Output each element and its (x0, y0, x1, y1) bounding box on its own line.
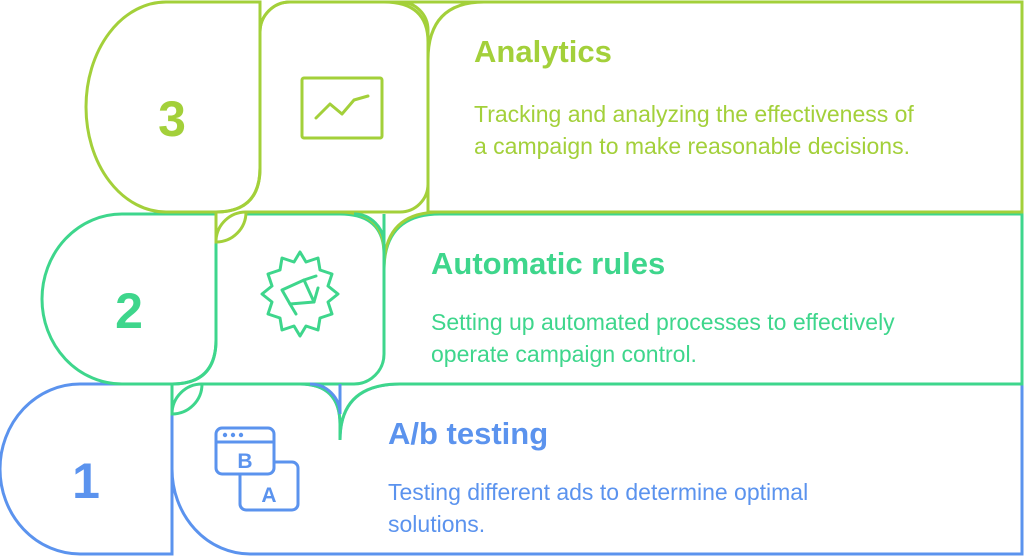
step-3-number-tab (84, 0, 262, 214)
step-1-title: A/b testing (388, 416, 548, 451)
step-3-title: Analytics (474, 34, 612, 69)
step-3-connector-outline (214, 0, 1024, 241)
step-2-title: Automatic rules (431, 246, 665, 281)
step-1-band (0, 382, 1024, 556)
step-2-number: 2 (115, 283, 143, 339)
step-1-description-line-2: solutions. (388, 511, 485, 537)
ab-icon-letter-b: B (237, 450, 252, 473)
step-2-description-line-2: operate campaign control. (431, 341, 697, 367)
step-1-description-line-1: Testing different ads to determine optim… (388, 479, 808, 505)
step-3-number: 3 (158, 91, 186, 147)
line-chart-icon (300, 76, 384, 140)
step-1-connector-outline (309, 382, 342, 415)
step-2-description-line-1: Setting up automated processes to effect… (431, 309, 895, 335)
step-3-description-line-2: a campaign to make reasonable decisions. (474, 133, 910, 159)
step-3-band (84, 0, 1024, 269)
gear-megaphone-icon (260, 250, 340, 338)
step-2-number-tab (40, 212, 218, 386)
ab-windows-icon: B A (214, 426, 300, 512)
step-2-connector-outline (170, 212, 386, 415)
step-1-number: 1 (72, 453, 100, 509)
step-1-number-tab (0, 382, 174, 556)
step-3-description-line-1: Tracking and analyzing the effectiveness… (474, 101, 914, 127)
ab-icon-letter-a: A (261, 484, 276, 507)
